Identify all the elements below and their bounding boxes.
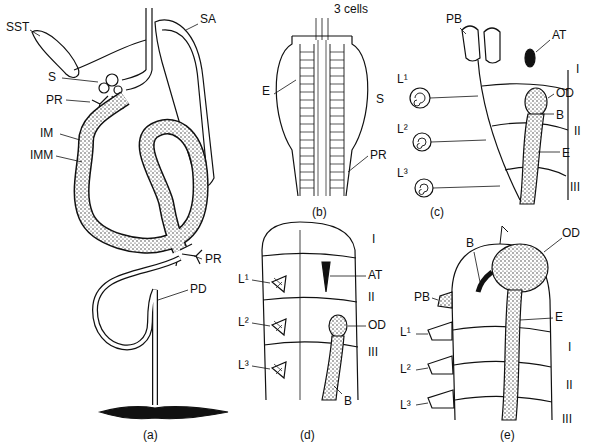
part-label: II bbox=[574, 124, 581, 138]
part-label: AT bbox=[552, 28, 566, 42]
part-label: B bbox=[466, 236, 474, 250]
embryo-e bbox=[428, 226, 552, 420]
part-label: OD bbox=[562, 226, 580, 240]
part-label: L³ bbox=[397, 166, 408, 180]
part-label: B bbox=[556, 108, 564, 122]
part-label: OD bbox=[368, 318, 386, 332]
part-label: L³ bbox=[238, 358, 249, 372]
part-label: III bbox=[570, 180, 580, 194]
part-label: I bbox=[568, 340, 571, 354]
panel-label: (e) bbox=[500, 428, 515, 442]
part-label: L¹ bbox=[238, 272, 249, 286]
reproductive-organ-a bbox=[32, 8, 228, 419]
embryo-d bbox=[262, 222, 358, 400]
part-label: IM bbox=[40, 126, 53, 140]
part-label: II bbox=[566, 378, 573, 392]
part-label: S bbox=[376, 92, 384, 106]
part-label: L¹ bbox=[400, 325, 411, 339]
panel-label: (b) bbox=[312, 205, 327, 219]
spermatheca-section bbox=[276, 18, 368, 196]
panel-label: (d) bbox=[300, 428, 315, 442]
part-label: PR bbox=[205, 252, 222, 266]
part-label: IMM bbox=[30, 148, 53, 162]
part-label: E bbox=[562, 146, 570, 160]
part-label: AT bbox=[368, 268, 382, 282]
embryo-c bbox=[410, 26, 568, 204]
leader-lines-b bbox=[274, 80, 368, 172]
part-label: PR bbox=[370, 148, 387, 162]
part-label: OD bbox=[556, 86, 574, 100]
part-label: PR bbox=[46, 93, 63, 107]
panel-label: (c) bbox=[430, 205, 444, 219]
part-label: SST bbox=[6, 20, 29, 34]
part-label: PD bbox=[190, 282, 207, 296]
part-label: S bbox=[48, 70, 56, 84]
part-label: PB bbox=[414, 290, 430, 304]
part-label: L² bbox=[397, 122, 408, 136]
leader-lines-c bbox=[460, 28, 560, 152]
part-label: II bbox=[368, 290, 375, 304]
part-label: I bbox=[372, 232, 375, 246]
part-label: L³ bbox=[400, 398, 411, 412]
part-label: L¹ bbox=[397, 72, 408, 86]
part-label: 3 cells bbox=[334, 2, 368, 16]
part-label: III bbox=[368, 345, 378, 359]
part-label: E bbox=[555, 310, 563, 324]
panel-label: (a) bbox=[143, 428, 158, 442]
leader-lines-a bbox=[30, 24, 202, 300]
part-label: I bbox=[576, 62, 579, 76]
part-label: L² bbox=[400, 362, 411, 376]
leader-lines-d bbox=[252, 276, 366, 394]
leader-lines-e bbox=[416, 238, 562, 405]
part-label: SA bbox=[200, 12, 216, 26]
part-label: III bbox=[562, 412, 572, 426]
part-label: E bbox=[262, 84, 270, 98]
part-label: PB bbox=[446, 12, 462, 26]
part-label: L² bbox=[238, 315, 249, 329]
part-label: B bbox=[344, 394, 352, 408]
